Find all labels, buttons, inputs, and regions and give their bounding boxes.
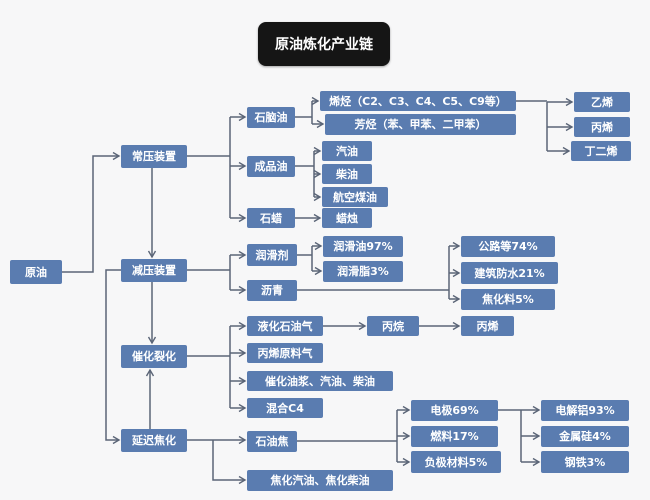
node-jet-kerosene: 航空煤油 — [322, 187, 388, 207]
node-propane: 丙烷 — [367, 316, 419, 336]
node-roads-74: 公路等74% — [461, 236, 555, 257]
node-candle: 蜡烛 — [322, 208, 372, 228]
node-olefins: 烯烃（C2、C3、C4、C5、C9等） — [320, 91, 516, 111]
diagram-title: 原油炼化产业链 — [258, 22, 390, 66]
node-gasoline: 汽油 — [322, 141, 372, 161]
node-anode-material-5: 负极材料5% — [411, 451, 501, 473]
node-aromatics: 芳烃（苯、甲苯、二甲苯） — [325, 114, 516, 135]
node-vacuum-unit: 减压装置 — [121, 259, 187, 282]
node-petroleum-coke: 石油焦 — [247, 431, 297, 452]
node-lube-oil-97: 润滑油97% — [323, 236, 403, 257]
node-crude-oil: 原油 — [10, 260, 62, 284]
node-steel-3: 钢铁3% — [541, 451, 629, 473]
node-grease-3: 润滑脂3% — [323, 261, 403, 282]
node-propylene-top: 丙烯 — [574, 117, 630, 137]
node-slurry-gasoline-diesel: 催化油浆、汽油、柴油 — [247, 371, 393, 391]
node-diesel: 柴油 — [322, 164, 372, 184]
node-refined-oil: 成品油 — [247, 156, 295, 177]
node-catalytic-cracking: 催化裂化 — [121, 345, 187, 368]
node-waterproofing-21: 建筑防水21% — [461, 262, 558, 284]
node-coker-gasoline-diesel: 焦化汽油、焦化柴油 — [247, 470, 393, 491]
node-fuel-17: 燃料17% — [411, 426, 498, 447]
node-ethylene: 乙烯 — [574, 92, 630, 112]
node-propylene-feed-gas: 丙烯原料气 — [247, 343, 323, 363]
node-mixed-c4: 混合C4 — [247, 398, 323, 418]
node-paraffin-wax: 石蜡 — [247, 208, 295, 228]
node-asphalt: 沥青 — [247, 280, 297, 301]
node-butadiene: 丁二烯 — [571, 141, 631, 161]
node-naphtha: 石脑油 — [247, 107, 295, 128]
node-electrode-69: 电极69% — [411, 400, 498, 421]
node-lubricant: 润滑剂 — [247, 244, 297, 266]
node-lpg: 液化石油气 — [247, 316, 323, 336]
node-atmospheric-unit: 常压装置 — [121, 145, 187, 168]
node-coking-feed-5: 焦化料5% — [461, 289, 555, 310]
node-electrolytic-aluminum-93: 电解铝93% — [541, 400, 629, 421]
node-propylene-mid: 丙烯 — [461, 316, 514, 336]
node-delayed-coking: 延迟焦化 — [121, 429, 187, 452]
node-silicon-metal-4: 金属硅4% — [541, 426, 629, 447]
